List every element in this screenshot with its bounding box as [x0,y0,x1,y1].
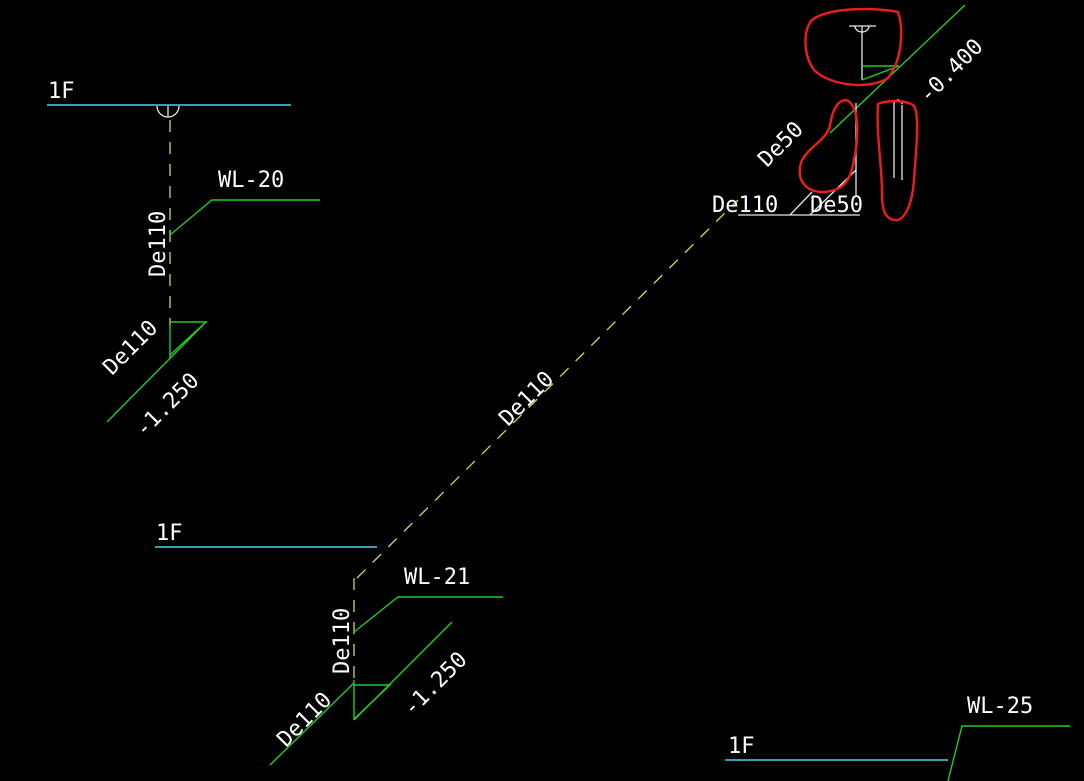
pipe-size-label-de110-c: De110 [495,367,560,432]
leader-wl21 [353,596,503,633]
pipe-size-label-de110-f: De110 [712,193,778,218]
floor-drain-symbol-1 [156,105,180,118]
fixture-symbol-top [849,25,876,80]
floor-label-2: 1F [156,521,183,546]
leader-wl20 [169,199,320,236]
fixture-symbol-top-cap [854,25,870,33]
leader-elev-3 [829,4,966,134]
branch-leader-diag [789,191,813,216]
leader-wl25 [947,725,1070,781]
red-markup-circle-fixture [804,7,903,87]
leader-elev-1 [106,321,207,423]
elevation-label-2: -1.250 [399,647,473,721]
elev-marker-3 [861,65,900,81]
leader-elev-2 [353,621,453,721]
riser-label-wl20: WL-20 [218,168,284,193]
leader-de110-e [269,682,355,766]
pipe-size-label-de110-d: De110 [330,608,355,674]
p-trap-symbol-right [893,99,903,180]
pipe-size-label-de110-b: De110 [99,316,164,381]
red-markup-circle-trap-right [876,100,919,222]
riser-label-wl21: WL-21 [404,565,470,590]
main-pipe-diagonal [356,199,739,579]
floor-label-1: 1F [48,79,75,104]
riser-label-wl25: WL-25 [967,694,1033,719]
red-markup-circle-trap-left [798,98,859,194]
pipe-size-label-de110-a: De110 [146,211,171,277]
pipe-size-label-de50-b: De50 [810,193,863,218]
floor-label-3: 1F [728,734,755,759]
elevation-label-3: -0.400 [915,34,989,108]
elevation-label-1: -1.250 [131,368,205,442]
pipe-size-label-de110-e: De110 [273,688,338,753]
